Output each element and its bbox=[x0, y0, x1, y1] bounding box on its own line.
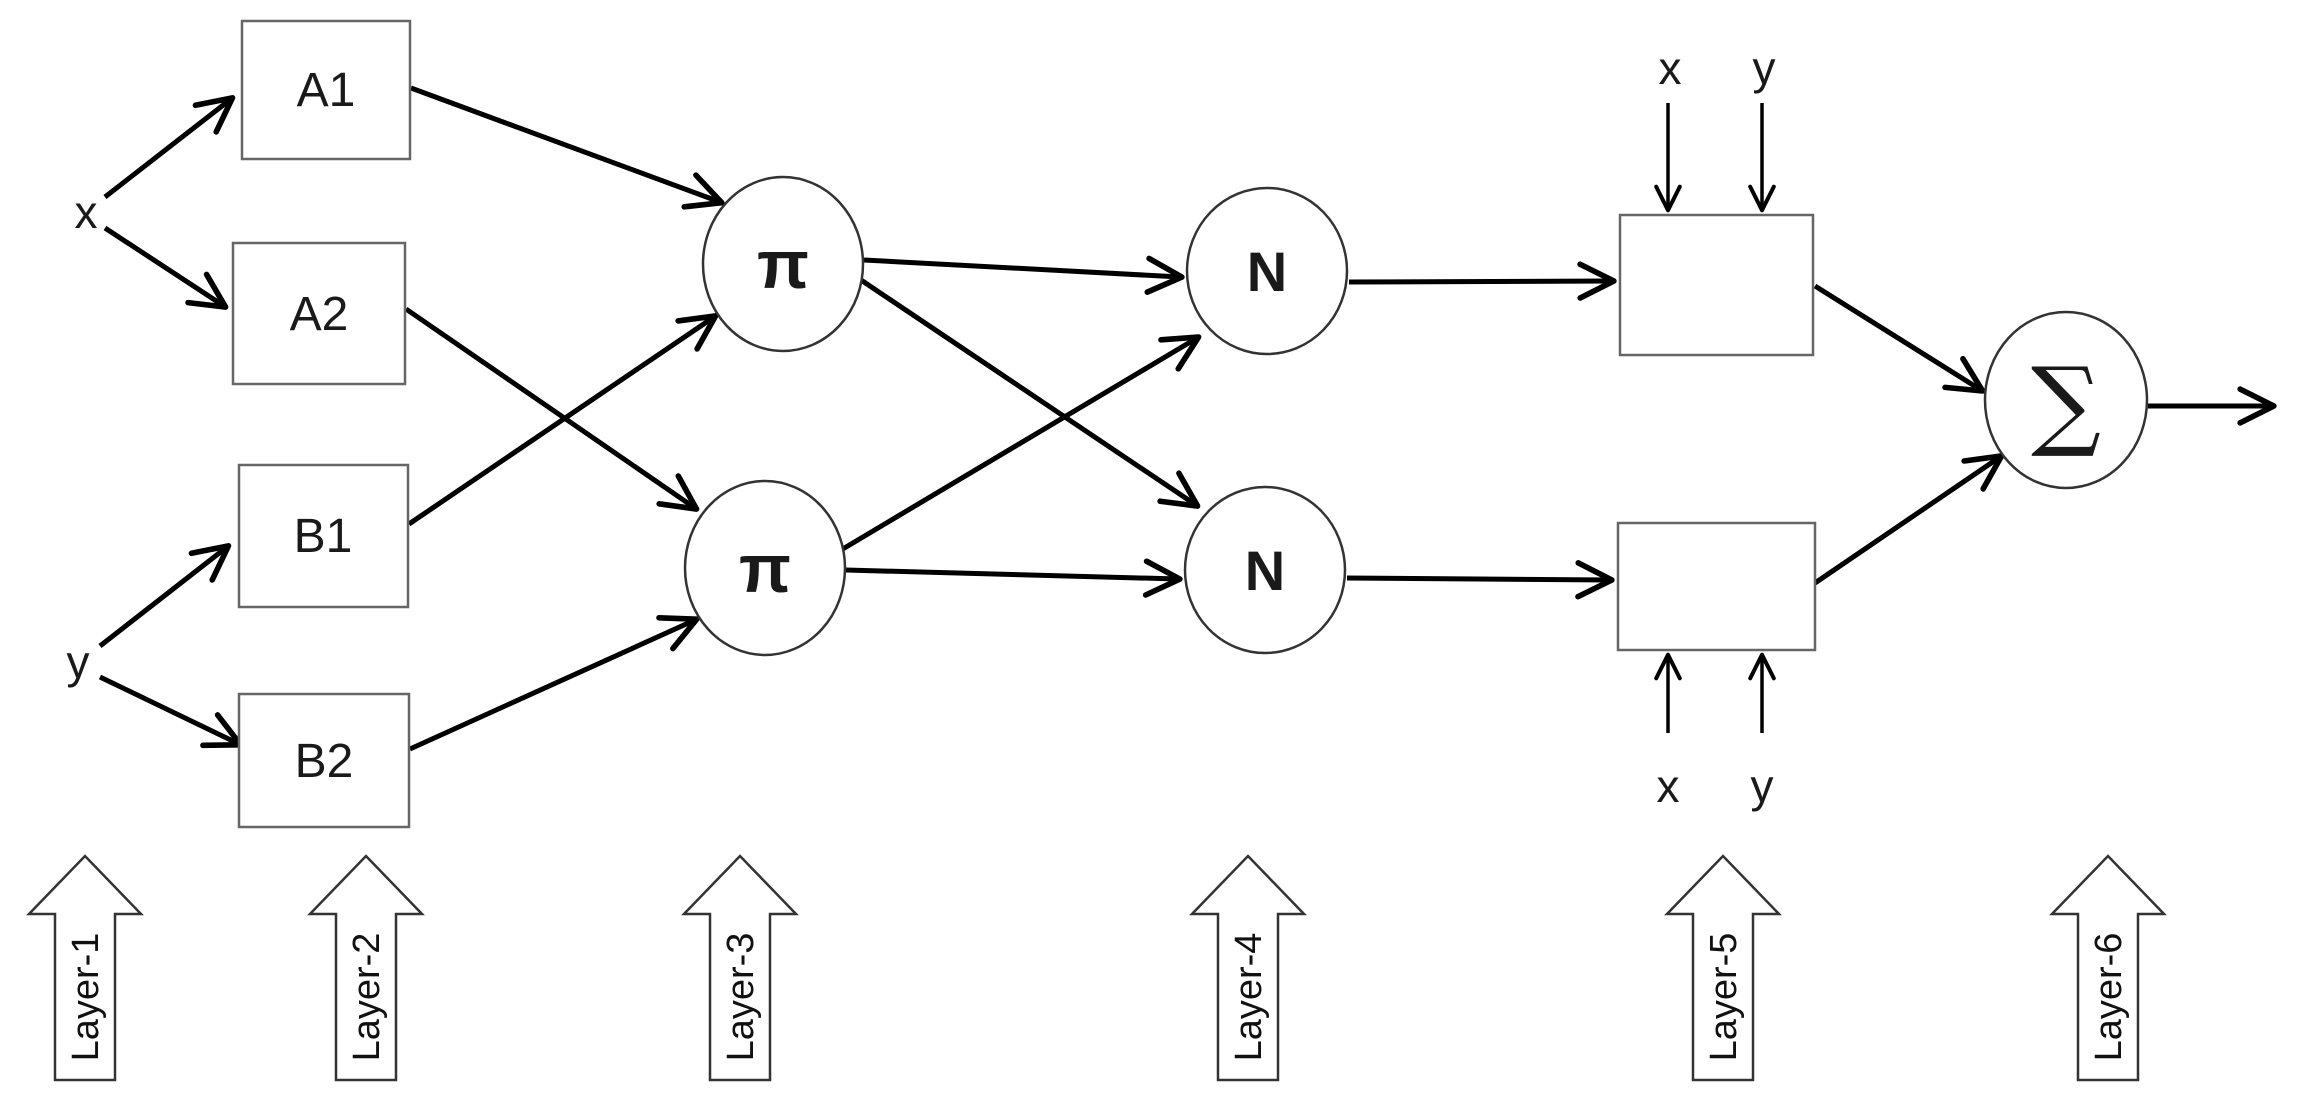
layer3-arrow-label: Layer-3 bbox=[720, 933, 762, 1062]
node-b2-box bbox=[237, 692, 411, 829]
node-a1-box bbox=[240, 19, 412, 161]
node-b1-label: B1 bbox=[294, 510, 353, 563]
edge-box5-bottom-to-sum bbox=[1813, 453, 2005, 586]
layer2-arrow: Layer-2 bbox=[307, 854, 425, 1082]
edge-n1-to-box5-top bbox=[1348, 261, 1617, 301]
box5-bottom-input-x-label: x bbox=[1657, 760, 1680, 812]
layer6-arrow-label: Layer-6 bbox=[2088, 933, 2130, 1062]
edge-a1-to-pi1 bbox=[410, 85, 725, 210]
edge-pi1-to-n2 bbox=[859, 277, 1201, 509]
node-box5-top bbox=[1618, 213, 1815, 357]
node-pi1-label: π bbox=[757, 227, 809, 303]
node-n2-label: N bbox=[1245, 539, 1285, 602]
node-sum-label: ∑ bbox=[2031, 347, 2101, 461]
layer1-arrow: Layer-1 bbox=[26, 854, 144, 1082]
node-box5-bottom bbox=[1616, 521, 1817, 652]
layer2-arrow-label: Layer-2 bbox=[346, 933, 388, 1062]
layer5-arrow-label: Layer-5 bbox=[1703, 933, 1745, 1062]
edge-pi1-to-n1 bbox=[863, 255, 1185, 295]
layer4-arrow-label: Layer-4 bbox=[1228, 933, 1270, 1062]
layer1-arrow-label: Layer-1 bbox=[65, 933, 107, 1062]
edge-x-to-a1 bbox=[103, 95, 236, 199]
input-x-label: x bbox=[75, 186, 98, 238]
box5-top-input-y-label: y bbox=[1753, 42, 1776, 94]
input-y-label: y bbox=[67, 636, 90, 688]
node-n1-label: N bbox=[1247, 240, 1287, 303]
node-a2-box bbox=[231, 241, 407, 386]
node-pi1-circle bbox=[701, 175, 865, 353]
edge-y-to-b1 bbox=[98, 543, 232, 648]
edge-n2-to-box5-bottom bbox=[1346, 560, 1615, 600]
node-pi2-label: π bbox=[739, 531, 791, 607]
node-a2-label: A2 bbox=[290, 288, 349, 341]
edge-pi2-to-n1 bbox=[829, 334, 1202, 559]
edge-y-to-b2 bbox=[98, 674, 244, 749]
edge-b1-to-pi1 bbox=[407, 313, 719, 527]
node-pi2-circle bbox=[683, 479, 847, 657]
edge-x-to-a2 bbox=[103, 225, 229, 310]
layer5-arrow: Layer-5 bbox=[1664, 854, 1782, 1082]
edge-b2-to-pi2 bbox=[408, 614, 700, 752]
edge-pi2-to-n2 bbox=[845, 558, 1183, 598]
layer6-arrow: Layer-6 bbox=[2049, 854, 2167, 1082]
box5-top-input-x-label: x bbox=[1659, 42, 1682, 94]
node-a1-label: A1 bbox=[297, 64, 356, 117]
node-sum-circle bbox=[1983, 310, 2149, 490]
edge-box5-top-to-sum bbox=[1813, 283, 1986, 394]
layer4-arrow: Layer-4 bbox=[1189, 854, 1307, 1082]
layer3-arrow: Layer-3 bbox=[681, 854, 799, 1082]
node-n1-circle bbox=[1185, 186, 1349, 356]
box5-bottom-input-y-label: y bbox=[1751, 760, 1774, 812]
node-b2-label: B2 bbox=[295, 735, 354, 788]
edge-a2-to-pi2 bbox=[404, 306, 700, 512]
node-b1-box bbox=[237, 463, 410, 609]
node-n2-circle bbox=[1183, 485, 1347, 655]
